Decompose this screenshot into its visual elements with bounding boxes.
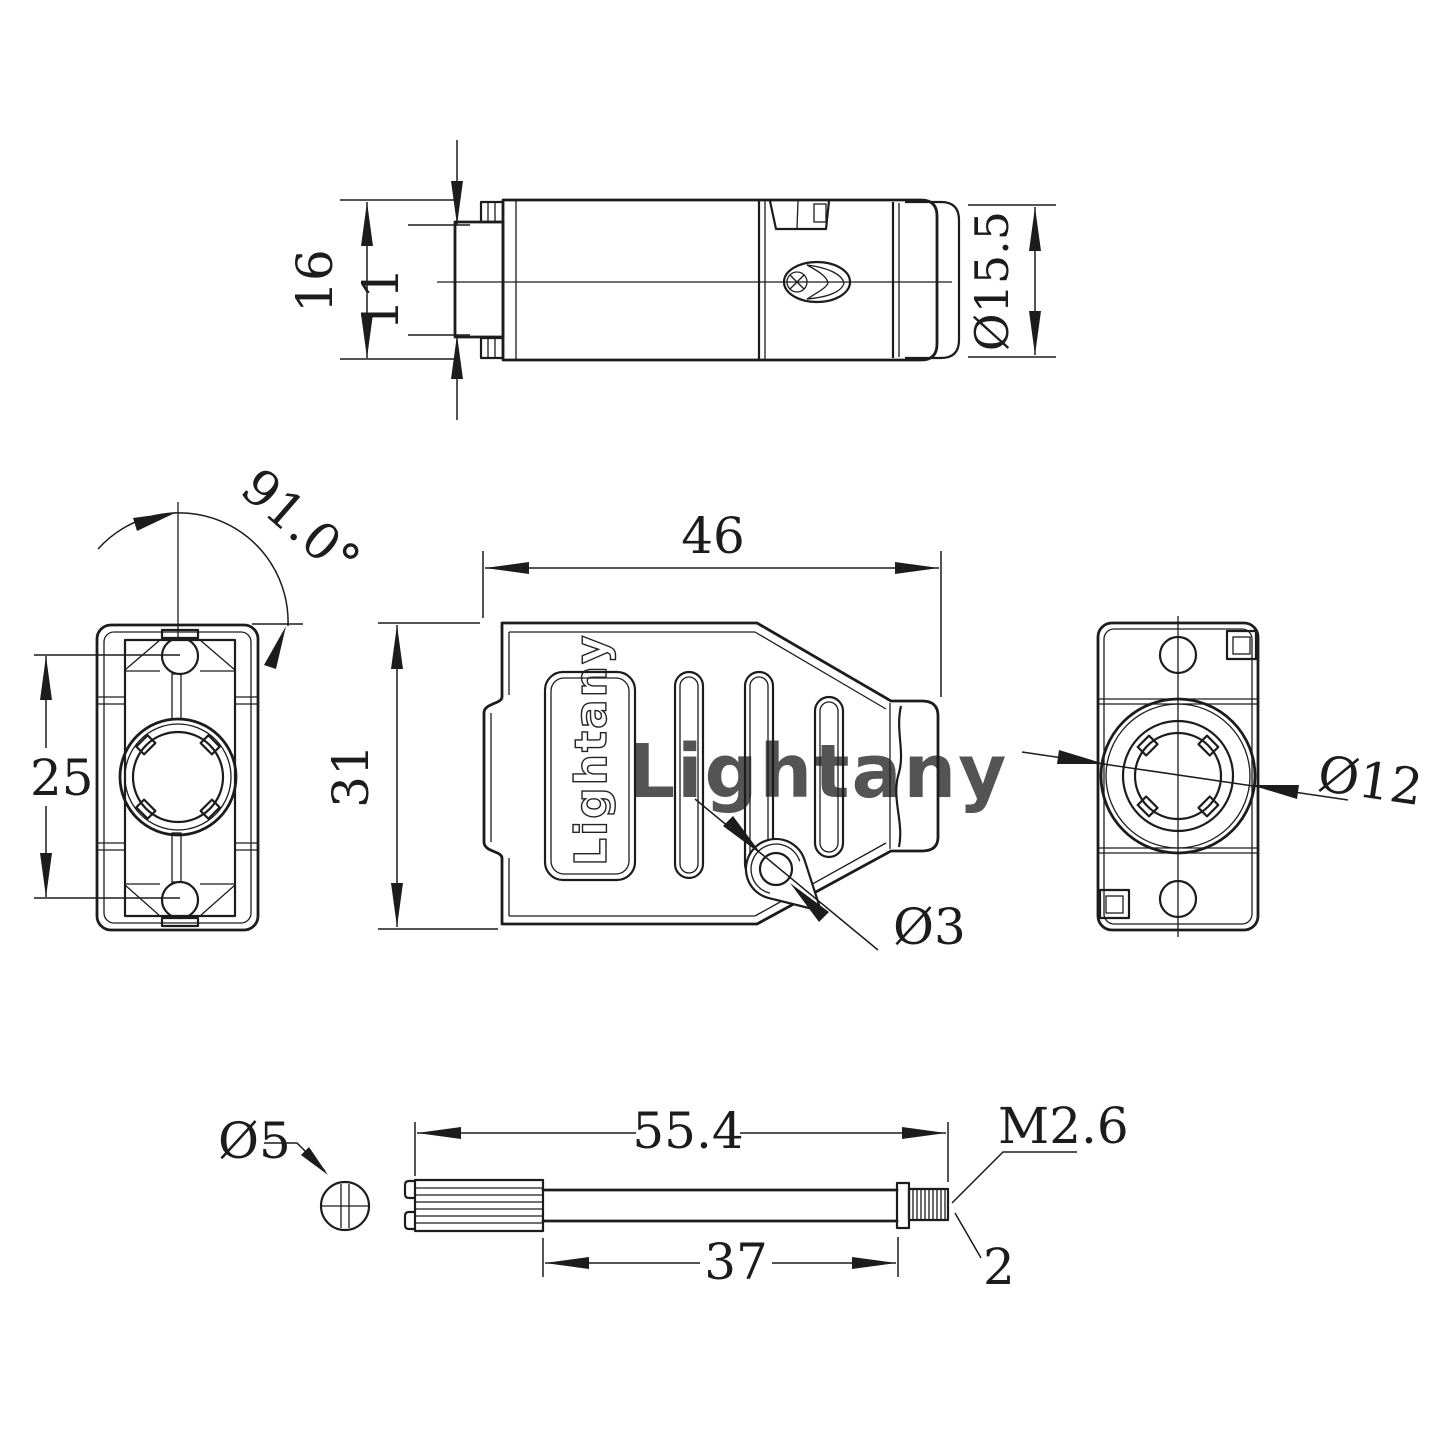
slot-lip-top bbox=[403, 1179, 415, 1200]
part-logo-text: Lightany bbox=[566, 633, 617, 866]
dim-text-m2-6: M2.6 bbox=[998, 1097, 1129, 1155]
cable-key-ring bbox=[131, 730, 225, 824]
dim-text-16: 16 bbox=[286, 249, 344, 313]
dim-thread-length: 2 bbox=[954, 1212, 1015, 1296]
cap-curved-surface-line bbox=[895, 705, 903, 848]
knurled-head bbox=[403, 1178, 545, 1233]
watermark-text: Lightany bbox=[628, 729, 1008, 815]
dim-head-diameter: Ø5 bbox=[218, 1112, 328, 1175]
dim-text-3: Ø3 bbox=[893, 898, 966, 956]
top-view: 16 11 Ø15.5 bbox=[286, 140, 1056, 420]
screw-side-view: 55.4 37 M2.6 2 bbox=[403, 1097, 1129, 1296]
dim-thread-spec: M2.6 bbox=[951, 1097, 1129, 1204]
dim-top-outer-height: 16 bbox=[286, 199, 455, 360]
dim-top-inner-height: 11 bbox=[352, 140, 470, 420]
corner-key-top-right bbox=[1225, 629, 1258, 661]
dim-length-46: 46 bbox=[482, 507, 942, 697]
rear-view: Ø12 bbox=[1021, 616, 1426, 937]
dim-text-12: Ø12 bbox=[1314, 744, 1426, 817]
dim-top-end-diameter: Ø15.5 bbox=[965, 204, 1056, 358]
dim-text-25: 25 bbox=[30, 749, 94, 807]
dim-text-2: 2 bbox=[983, 1238, 1015, 1296]
dim-text-37: 37 bbox=[704, 1233, 768, 1291]
front-view: 25 91.0° bbox=[30, 457, 371, 932]
screw-top-view: Ø5 bbox=[218, 1112, 371, 1232]
screw-in-hole-detail bbox=[782, 260, 852, 304]
dim-text-5: Ø5 bbox=[218, 1112, 291, 1170]
cable-key-ring-rear bbox=[1133, 731, 1223, 821]
dim-hole-spacing: 25 bbox=[30, 654, 180, 899]
dim-text-angle: 91.0° bbox=[230, 457, 371, 590]
corner-key-bottom-left bbox=[1098, 888, 1131, 920]
dim-text-46: 46 bbox=[681, 507, 745, 565]
dim-shaft-length: 37 bbox=[542, 1233, 899, 1291]
side-view: Lightany Ø3 bbox=[322, 507, 966, 956]
flange-tab-top bbox=[479, 200, 505, 224]
flange-tab-bottom bbox=[479, 336, 505, 360]
dim-text-31: 31 bbox=[322, 744, 380, 808]
logo-plate: Lightany bbox=[543, 633, 637, 882]
dim-overall-length: 55.4 bbox=[414, 1102, 949, 1182]
latch-detail bbox=[768, 200, 831, 231]
threaded-tip bbox=[907, 1187, 950, 1222]
dim-height-31: 31 bbox=[322, 622, 498, 930]
dim-text-11: 11 bbox=[352, 267, 410, 331]
dim-text-55-4: 55.4 bbox=[632, 1102, 743, 1160]
slot-lip-bottom bbox=[403, 1210, 415, 1231]
dim-boss-hole: Ø3 bbox=[694, 798, 966, 956]
dim-angle: 91.0° bbox=[97, 457, 371, 669]
dim-text-15-5: Ø15.5 bbox=[965, 211, 1019, 351]
